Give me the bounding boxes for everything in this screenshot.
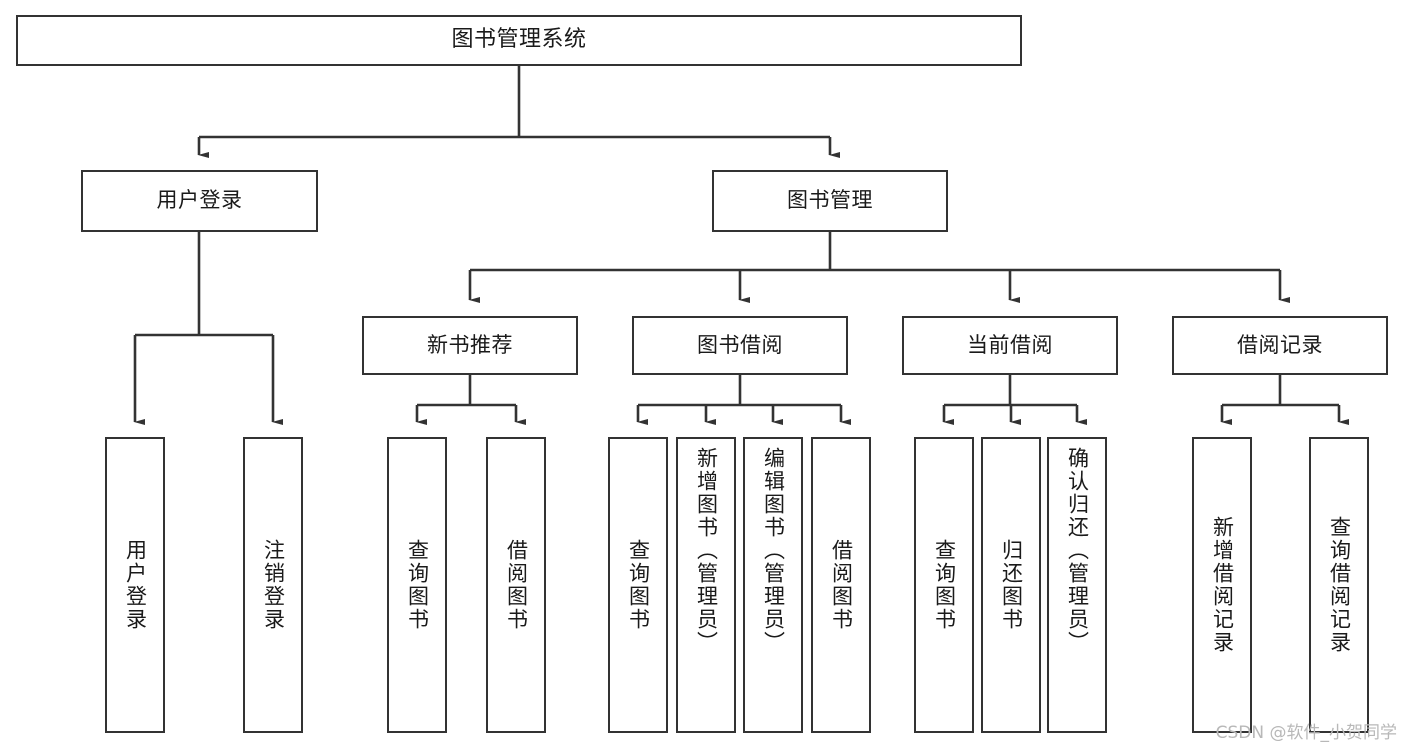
node-book-manage[interactable]: 图书管理 bbox=[712, 170, 948, 232]
node-label: 查询图书 bbox=[932, 539, 957, 631]
leaf-borrow-book-borrow[interactable]: 借阅图书 bbox=[811, 437, 871, 733]
leaf-return-book[interactable]: 归还图书 bbox=[981, 437, 1041, 733]
leaf-query-borrow-record[interactable]: 查询借阅记录 bbox=[1309, 437, 1369, 733]
leaf-borrow-book-recommend[interactable]: 借阅图书 bbox=[486, 437, 546, 733]
leaf-add-book[interactable]: 新增图书（管理员） bbox=[676, 437, 736, 733]
node-label: 用户登录 bbox=[123, 539, 148, 631]
node-book-borrow[interactable]: 图书借阅 bbox=[632, 316, 848, 375]
leaf-query-book-current[interactable]: 查询图书 bbox=[914, 437, 974, 733]
csdn-watermark: CSDN @软件_小贺同学 bbox=[1215, 723, 1397, 743]
leaf-edit-book[interactable]: 编辑图书（管理员） bbox=[743, 437, 803, 733]
node-new-book-recommend[interactable]: 新书推荐 bbox=[362, 316, 578, 375]
node-label: 编辑图书（管理员） bbox=[761, 447, 786, 654]
leaf-add-borrow-record[interactable]: 新增借阅记录 bbox=[1192, 437, 1252, 733]
node-label: 注销登录 bbox=[261, 539, 286, 631]
node-label: 归还图书 bbox=[999, 539, 1024, 631]
leaf-logout-login[interactable]: 注销登录 bbox=[243, 437, 303, 733]
node-label: 新增借阅记录 bbox=[1210, 516, 1235, 654]
node-label: 借阅图书 bbox=[504, 539, 529, 631]
leaf-query-book-borrow[interactable]: 查询图书 bbox=[608, 437, 668, 733]
node-label: 图书管理 bbox=[787, 188, 873, 213]
leaf-confirm-return[interactable]: 确认归还（管理员） bbox=[1047, 437, 1107, 733]
node-borrow-record[interactable]: 借阅记录 bbox=[1172, 316, 1388, 375]
leaf-query-book-recommend[interactable]: 查询图书 bbox=[387, 437, 447, 733]
node-label: 借阅图书 bbox=[829, 539, 854, 631]
node-label: 图书借阅 bbox=[697, 332, 783, 357]
node-label: 查询图书 bbox=[405, 539, 430, 631]
node-label: 用户登录 bbox=[156, 188, 243, 213]
node-current-borrow[interactable]: 当前借阅 bbox=[902, 316, 1118, 375]
node-user-login[interactable]: 用户登录 bbox=[81, 170, 318, 232]
node-label: 新书推荐 bbox=[427, 332, 513, 357]
node-label: 确认归还（管理员） bbox=[1065, 447, 1090, 654]
node-root-system[interactable]: 图书管理系统 bbox=[16, 15, 1022, 66]
node-label: 查询借阅记录 bbox=[1327, 516, 1352, 654]
leaf-user-login[interactable]: 用户登录 bbox=[105, 437, 165, 733]
node-label: 查询图书 bbox=[626, 539, 651, 631]
node-label: 借阅记录 bbox=[1237, 332, 1323, 357]
node-label: 当前借阅 bbox=[967, 332, 1053, 357]
node-label: 图书管理系统 bbox=[451, 27, 587, 53]
node-label: 新增图书（管理员） bbox=[694, 447, 719, 654]
